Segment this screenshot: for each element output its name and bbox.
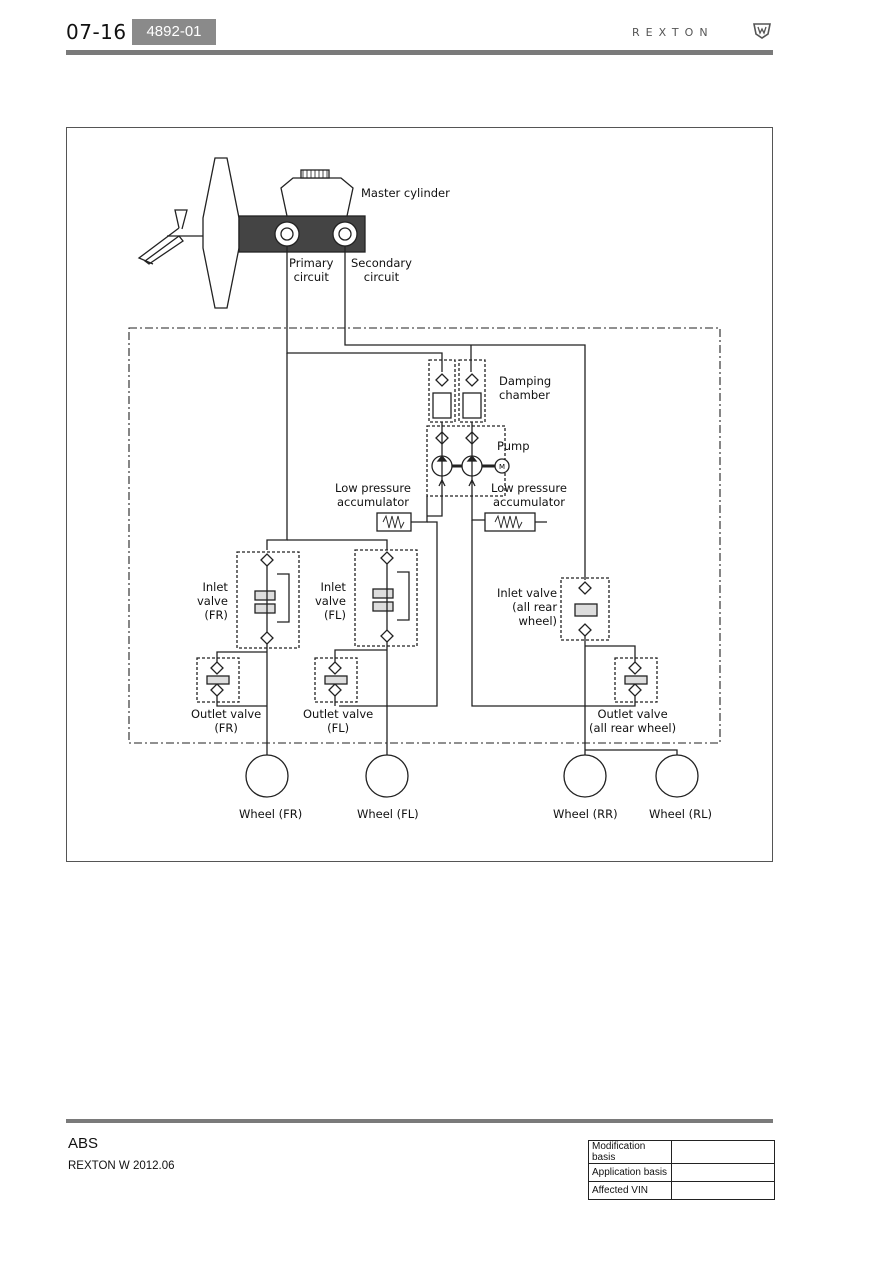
info-key: Affected VIN: [588, 1181, 672, 1200]
info-key: Application basis: [588, 1163, 672, 1182]
label-outlet-fr: Outlet valve (FR): [191, 707, 262, 735]
info-value: [671, 1140, 775, 1164]
info-key: Modification basis: [588, 1140, 672, 1164]
brake-pedal-icon: [137, 209, 188, 265]
label-wheel-fl: Wheel (FL): [357, 807, 419, 821]
info-value: [671, 1163, 775, 1182]
table-row: Modification basis: [588, 1140, 775, 1164]
brand-emblem-icon: [753, 23, 771, 39]
footer-model: REXTON W 2012.06: [68, 1160, 175, 1172]
info-value: [671, 1181, 775, 1200]
section-code-badge: 4892-01: [132, 19, 216, 45]
wheel-rr-icon: [563, 754, 607, 798]
label-inlet-fl: Inlet valve (FL): [315, 580, 346, 622]
reservoir-icon: [280, 177, 354, 217]
pump-motor-icon: [494, 458, 510, 474]
wheel-fr-icon: [245, 754, 289, 798]
hydraulic-circuit-svg: M: [128, 157, 721, 798]
footer-section-title: ABS: [68, 1135, 99, 1152]
pump-motor-label: M: [499, 463, 505, 471]
label-low-pressure-left: Low pressure accumulator: [335, 481, 411, 509]
hcu-boundary: [128, 327, 721, 744]
label-secondary-circuit: Secondary circuit: [351, 256, 412, 284]
abs-hydraulic-diagram: M Master cylinder Primary circuit Second…: [66, 127, 773, 862]
revision-info-table: Modification basis Application basis Aff…: [588, 1140, 775, 1200]
header-rule: [66, 50, 773, 55]
label-outlet-fl: Outlet valve (FL): [303, 707, 374, 735]
label-pump: Pump: [497, 439, 530, 453]
accumulator-right-icon: [484, 512, 536, 532]
label-outlet-rear: Outlet valve (all rear wheel): [589, 707, 677, 735]
brand-logo-text: REXTON: [632, 26, 714, 39]
label-primary-circuit: Primary circuit: [289, 256, 334, 284]
label-inlet-rear: Inlet valve (all rear wheel): [497, 586, 558, 628]
wheel-rl-icon: [655, 754, 699, 798]
label-damping-chamber: Damping chamber: [499, 374, 552, 402]
table-row: Application basis: [588, 1163, 775, 1182]
label-master-cylinder: Master cylinder: [361, 186, 450, 200]
label-wheel-rl: Wheel (RL): [649, 807, 713, 821]
footer-rule: [66, 1119, 773, 1123]
label-wheel-fr: Wheel (FR): [239, 807, 303, 821]
wheel-fl-icon: [365, 754, 409, 798]
table-row: Affected VIN: [588, 1181, 775, 1200]
page-number: 07-16: [66, 20, 127, 44]
brake-booster-icon: [202, 157, 240, 309]
label-inlet-fr: Inlet valve (FR): [197, 580, 228, 622]
label-wheel-rr: Wheel (RR): [553, 807, 618, 821]
accumulator-left-icon: [376, 512, 412, 532]
label-low-pressure-right: Low pressure accumulator: [491, 481, 567, 509]
